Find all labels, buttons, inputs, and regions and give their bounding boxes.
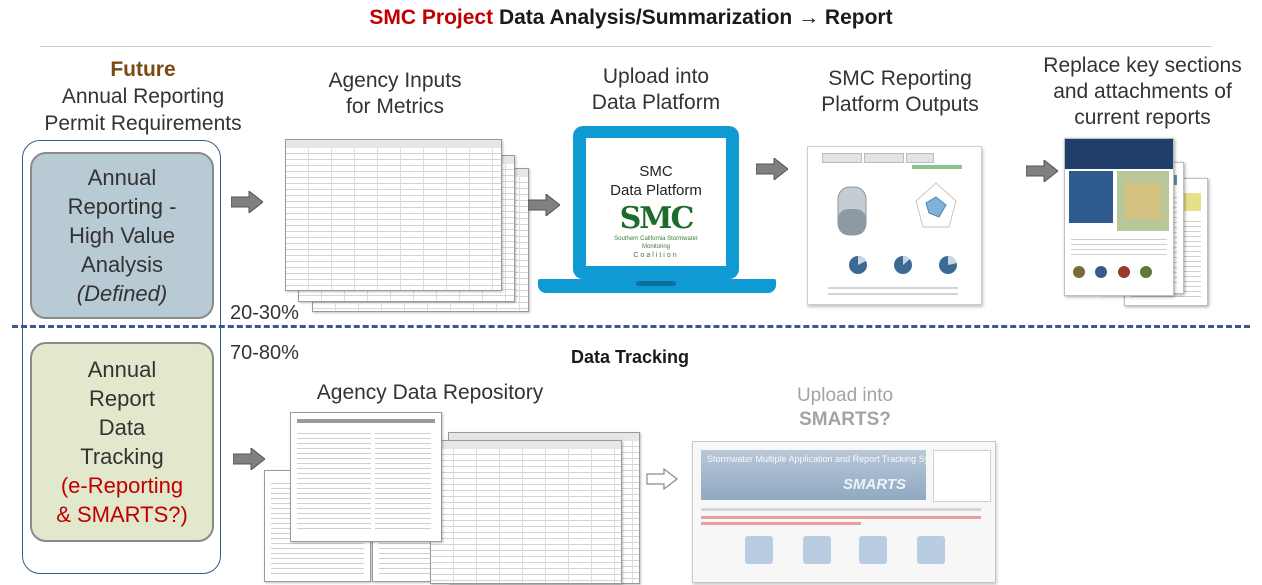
platform-line1: SMC bbox=[639, 163, 673, 180]
smarts-screenshot: Stormwater Multiple Application and Repo… bbox=[692, 441, 996, 583]
flow-arrow-2 bbox=[528, 194, 560, 216]
repo-spreadsheet-front bbox=[430, 440, 622, 584]
agency-inputs-line1: Agency Inputs bbox=[328, 69, 462, 92]
future-line-3: Permit Requirements bbox=[44, 112, 242, 135]
smarts-line1: Upload into bbox=[796, 385, 894, 406]
box2-line3: Data bbox=[98, 415, 146, 440]
smarts-screen-title: Stormwater Multiple Application and Repo… bbox=[707, 454, 949, 464]
pct-bottom: 70-80% bbox=[230, 342, 299, 364]
agency-inputs-heading: Agency Inputs for Metrics bbox=[285, 68, 505, 120]
dashboard-screenshot bbox=[807, 146, 982, 305]
section-divider bbox=[12, 325, 1250, 328]
flow-arrow-1 bbox=[231, 191, 263, 213]
box1-line2: Reporting - bbox=[67, 194, 177, 219]
future-label: Future bbox=[110, 58, 176, 81]
smarts-login-panel bbox=[933, 450, 991, 502]
box1-line4: Analysis bbox=[81, 252, 163, 277]
smc-logo: SMC Southern California Stormwater Monit… bbox=[606, 203, 706, 260]
box2-line6: & SMARTS?) bbox=[56, 502, 188, 527]
smc-logo-tag: Southern California Stormwater Monitorin… bbox=[614, 236, 698, 250]
dashboard-tab-2 bbox=[864, 153, 904, 163]
future-heading: Future Annual Reporting Permit Requireme… bbox=[18, 56, 268, 137]
dashboard-graphics bbox=[828, 165, 962, 295]
laptop-display bbox=[586, 138, 726, 266]
smarts-text-line-1 bbox=[701, 508, 981, 511]
data-tracking-box: Annual Report Data Tracking (e-Reporting… bbox=[30, 342, 214, 542]
dashboard-tab-3 bbox=[906, 153, 934, 163]
replace-heading: Replace key sections and attachments of … bbox=[1030, 53, 1255, 131]
upload-line2: Data Platform bbox=[591, 91, 721, 114]
box2-line4: Tracking bbox=[80, 444, 164, 469]
requirements-bracket bbox=[22, 140, 221, 574]
platform-line2: Data Platform bbox=[610, 182, 702, 199]
page-title: SMC Project Data Analysis/Summarization … bbox=[0, 6, 1262, 30]
laptop-notch bbox=[636, 281, 676, 286]
box1-defined: (Defined) bbox=[76, 281, 168, 306]
repo-form-front bbox=[290, 412, 442, 542]
smarts-help-icon bbox=[803, 536, 831, 564]
box1-line1: Annual bbox=[87, 165, 157, 190]
replace-line3: current reports bbox=[1074, 106, 1211, 129]
high-value-analysis-box: Annual Reporting - High Value Analysis (… bbox=[30, 152, 214, 319]
replace-line2: and attachments of bbox=[1053, 80, 1232, 103]
upload-line1: Upload into bbox=[602, 65, 710, 88]
smc-logo-mark: SMC bbox=[619, 201, 695, 236]
agency-inputs-line2: for Metrics bbox=[345, 95, 444, 118]
smc-logo-sub: Coalition bbox=[633, 252, 679, 259]
smarts-search-icon bbox=[859, 536, 887, 564]
smarts-notice-line-1 bbox=[701, 516, 981, 519]
smarts-screen-logo: SMARTS bbox=[843, 476, 907, 493]
upload-heading: Upload into Data Platform bbox=[556, 64, 756, 116]
title-rest: Data Analysis/Summarization → Report bbox=[498, 6, 893, 29]
smarts-banner bbox=[701, 450, 926, 500]
laptop-base bbox=[538, 279, 776, 293]
smarts-heading: Upload into SMARTS? bbox=[740, 384, 950, 432]
box1-line3: High Value bbox=[69, 223, 175, 248]
smarts-line2: SMARTS? bbox=[799, 409, 891, 430]
box2-line1: Annual bbox=[87, 357, 157, 382]
title-project: SMC Project bbox=[369, 6, 494, 29]
dashboard-tab-1 bbox=[822, 153, 862, 163]
flow-arrow-5 bbox=[233, 448, 265, 470]
platform-label: SMC Data Platform bbox=[586, 162, 726, 200]
future-line-2: Annual Reporting bbox=[61, 85, 225, 108]
report-page-1 bbox=[1064, 138, 1174, 296]
repository-heading: Agency Data Repository bbox=[316, 381, 544, 404]
pct-top: 20-30% bbox=[230, 302, 299, 324]
smarts-notice-line-2 bbox=[701, 522, 861, 525]
title-rule bbox=[40, 46, 1212, 47]
box2-line5: (e-Reporting bbox=[60, 473, 184, 498]
outputs-line1: SMC Reporting bbox=[828, 67, 972, 90]
flow-arrow-3 bbox=[756, 158, 788, 180]
flow-arrow-4 bbox=[1026, 160, 1058, 182]
replace-line1: Replace key sections bbox=[1043, 54, 1242, 77]
spreadsheet-front bbox=[285, 139, 502, 291]
box2-line2: Report bbox=[88, 386, 156, 411]
data-tracking-heading: Data Tracking bbox=[570, 347, 690, 367]
outputs-line2: Platform Outputs bbox=[821, 93, 979, 116]
outputs-heading: SMC Reporting Platform Outputs bbox=[800, 66, 1000, 118]
smarts-mail-icon bbox=[917, 536, 945, 564]
flow-arrow-6 bbox=[646, 468, 678, 490]
smarts-chart-icon bbox=[745, 536, 773, 564]
